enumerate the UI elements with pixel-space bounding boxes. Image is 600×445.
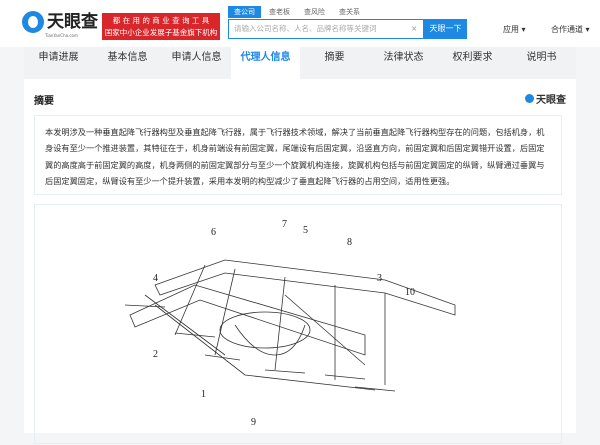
figure-label: 7	[282, 219, 287, 230]
apps-menu[interactable]: 应用 ▾	[503, 25, 526, 34]
tab-legal-status[interactable]: 法律状态	[383, 52, 424, 63]
tab-abstract[interactable]: 摘要	[324, 52, 345, 63]
logo-icon	[22, 11, 44, 33]
figure-label: 1	[201, 389, 206, 400]
search-tabs: 查公司 查老板 查风险 查关系	[228, 6, 368, 18]
tab-basic-info[interactable]: 基本信息	[107, 52, 148, 63]
search-tab-boss[interactable]: 查老板	[269, 8, 290, 16]
figure-label: 5	[303, 225, 308, 236]
search-tab-relation[interactable]: 查关系	[339, 8, 360, 16]
figure-label: 3	[377, 273, 382, 284]
tab-claims[interactable]: 权利要求	[452, 52, 493, 63]
banner-line1: 都 在 用 的 商 业 查 询 工 具	[112, 16, 210, 25]
section-title: 摘要	[34, 96, 54, 107]
patent-figure: 6 7 5 8 4 3 10 2 1 9	[34, 204, 562, 444]
logo-text: 天眼查	[47, 12, 98, 32]
logo-subtext: TianYanCha.com	[45, 33, 78, 38]
tab-progress[interactable]: 申请进展	[38, 52, 79, 63]
search-placeholder: 请输入公司名称、人名、品牌名称等关键词	[234, 24, 377, 33]
logo[interactable]: 天眼查	[22, 11, 98, 33]
banner-line2: 国家中小企业发展子基金旗下机构	[104, 28, 218, 37]
figure-label: 4	[153, 273, 158, 284]
abstract-section: 摘要 天眼查 本发明涉及一种垂直起降飞行器构型及垂直起降飞行器，属于飞行器技术领…	[24, 79, 576, 444]
figure-label: 2	[153, 349, 158, 360]
aircraft-drawing: 6 7 5 8 4 3 10 2 1 9	[124, 219, 456, 428]
header: 天眼查 TianYanCha.com 都 在 用 的 商 业 查 询 工 具 国…	[0, 0, 600, 47]
watermark-text: 天眼查	[536, 95, 566, 106]
tab-agent[interactable]: 代理人信息	[231, 47, 300, 79]
tab-applicant[interactable]: 申请人信息	[171, 52, 222, 63]
promo-banner[interactable]: 都 在 用 的 商 业 查 询 工 具 国家中小企业发展子基金旗下机构	[102, 13, 220, 40]
figure-label: 6	[211, 227, 216, 238]
search-input[interactable]: 请输入公司名称、人名、品牌名称等关键词 ×	[228, 19, 424, 39]
figure-label: 8	[347, 237, 352, 248]
logo-icon	[525, 94, 534, 103]
search-tab-risk[interactable]: 查风险	[304, 8, 325, 16]
tab-description[interactable]: 说明书	[526, 52, 557, 63]
abstract-text: 本发明涉及一种垂直起降飞行器构型及垂直起降飞行器，属于飞行器技术领域，解决了当前…	[34, 115, 562, 195]
figure-label: 9	[251, 417, 256, 428]
watermark-logo: 天眼查	[525, 91, 566, 106]
cooperation-menu[interactable]: 合作通道 ▾	[551, 25, 590, 34]
patent-tabs: 申请进展 基本信息 申请人信息 代理人信息 摘要 法律状态 权利要求 说明书	[24, 47, 576, 79]
clear-icon[interactable]: ×	[411, 24, 418, 33]
figure-label: 10	[405, 287, 415, 298]
search-button[interactable]: 天眼一下	[424, 19, 467, 39]
search-tab-company[interactable]: 查公司	[228, 6, 261, 18]
